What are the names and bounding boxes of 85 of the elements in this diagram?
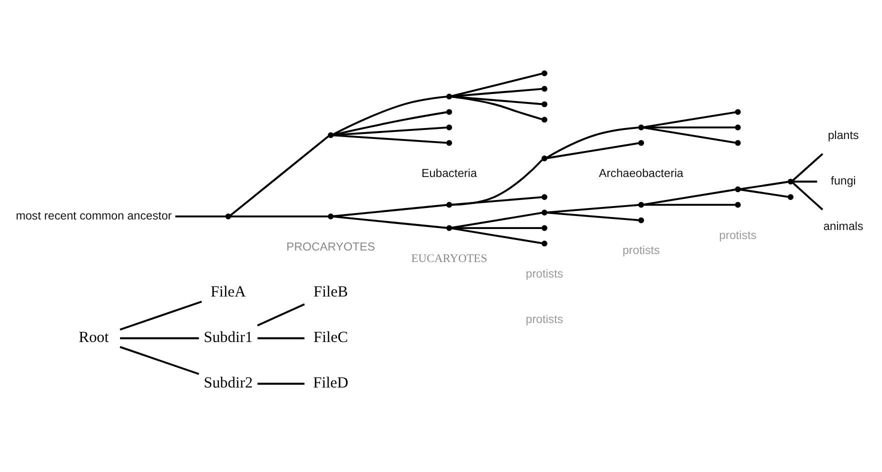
node-point <box>788 178 794 185</box>
connector <box>792 182 824 210</box>
connector <box>793 180 818 183</box>
node-text: plants <box>828 129 859 142</box>
connector <box>452 72 542 98</box>
connector <box>230 136 329 216</box>
connector <box>333 111 447 136</box>
label: protists <box>719 228 757 242</box>
node-point <box>446 225 452 231</box>
node-text: FileC <box>314 328 348 346</box>
label: protists <box>526 312 564 326</box>
node-text: Subdir1 <box>204 328 253 346</box>
node-point <box>734 109 741 115</box>
node-point <box>446 94 452 100</box>
node-point <box>638 217 644 224</box>
node-text: Root <box>78 328 109 346</box>
node-point <box>788 194 794 200</box>
node-point <box>638 140 644 146</box>
node-text: FileD <box>313 374 348 392</box>
node-point <box>446 124 452 130</box>
connector <box>333 96 447 136</box>
node-text: Subdir2 <box>204 374 253 392</box>
node-point <box>542 70 548 76</box>
connector <box>644 111 736 128</box>
connector <box>230 215 328 218</box>
connector <box>452 96 542 106</box>
connector <box>257 382 304 385</box>
node-point <box>542 101 548 108</box>
node-point <box>638 124 644 130</box>
node-point <box>638 202 644 208</box>
connector <box>120 346 200 375</box>
label: Eubacteria <box>421 166 477 180</box>
node-point <box>446 202 452 208</box>
connector <box>452 227 542 244</box>
connector <box>740 180 788 190</box>
connector <box>452 88 542 98</box>
connector <box>333 204 447 218</box>
label: PROCARYOTES <box>286 240 376 254</box>
node-point <box>446 109 452 115</box>
node-point <box>542 86 548 92</box>
label: EUCARYOTES <box>411 252 488 265</box>
label: protists <box>526 267 564 280</box>
connector <box>452 96 542 120</box>
connector <box>644 126 736 144</box>
connector <box>546 142 639 160</box>
connector <box>452 159 543 206</box>
node-point <box>734 186 741 192</box>
connector <box>644 126 736 128</box>
connector <box>546 204 639 214</box>
node-point <box>225 214 232 220</box>
connector <box>120 337 199 340</box>
connector <box>257 303 305 326</box>
node-point <box>734 124 741 130</box>
node-text: most recent common ancestor <box>16 209 172 222</box>
label: protists <box>622 244 660 258</box>
connector <box>333 216 447 229</box>
connector <box>644 204 736 206</box>
connector <box>452 227 542 229</box>
connector <box>333 134 447 144</box>
node-point <box>542 210 548 216</box>
node-text: fungi <box>830 174 856 188</box>
node-point <box>542 194 548 200</box>
connector <box>740 188 788 198</box>
node-point <box>542 225 548 231</box>
connector <box>792 153 824 182</box>
node-point <box>542 155 548 162</box>
node-point <box>734 202 741 208</box>
connector <box>175 215 226 218</box>
node-point <box>328 132 334 138</box>
node-text: FileB <box>314 284 348 300</box>
connector <box>546 126 638 158</box>
label: Archaeobacteria <box>598 166 684 180</box>
connector <box>452 196 542 206</box>
node-text: animals <box>823 220 864 234</box>
node-point <box>542 240 548 246</box>
connector <box>257 337 304 340</box>
node-point <box>542 116 548 123</box>
node-point <box>734 140 741 146</box>
node-point <box>328 214 334 220</box>
connector <box>452 212 542 229</box>
connector <box>120 300 202 331</box>
connector <box>644 188 736 206</box>
node-text: FileA <box>210 284 246 300</box>
node-point <box>446 140 452 146</box>
connector <box>546 212 639 222</box>
